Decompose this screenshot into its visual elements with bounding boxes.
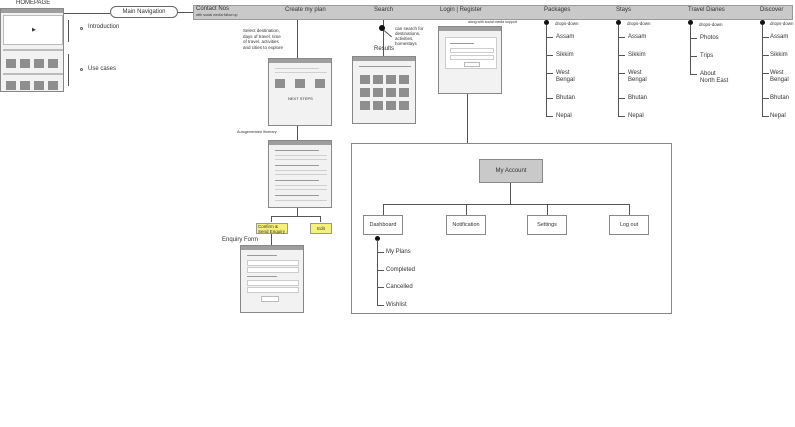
packages-item-nepal[interactable]: Nepal <box>556 113 572 119</box>
nav-contact-sub: with social media follow up <box>196 13 238 17</box>
stays-dropdown-label: drops-down <box>627 21 651 26</box>
nav-create-plan[interactable]: Create my plan <box>285 7 326 13</box>
enquiry-form-label: Enquiry Form <box>222 237 259 243</box>
enquiry-form-wireframe <box>240 245 304 313</box>
nav-travel-diaries[interactable]: Travel Diaries <box>688 7 725 13</box>
packages-item-west-bengal[interactable]: West Bengal <box>556 70 575 83</box>
nav-stays[interactable]: Stays <box>616 7 632 13</box>
search-annotation-dot <box>379 25 385 31</box>
hero-banner: ▶ <box>3 15 63 45</box>
login-wireframe <box>438 26 502 94</box>
main-navigation-button[interactable]: Main Navigation <box>110 6 178 18</box>
diaries-dropdown-label: drops-down <box>699 22 723 27</box>
discover-dropdown-label: drops-down <box>770 21 794 26</box>
discover-item-west-bengal[interactable]: West Bengal <box>770 70 789 83</box>
packages-item-sikkim[interactable]: Sikkim <box>556 52 574 58</box>
completed-item[interactable]: Completed <box>386 267 416 273</box>
results-wireframe <box>352 56 416 124</box>
next-steps-button[interactable]: NEXT STEPS <box>288 96 313 101</box>
diaries-item-trips[interactable]: Trips <box>700 53 714 59</box>
create-plan-wireframe: NEXT STEPS <box>268 58 332 126</box>
search-description: can search for destinations, activities,… <box>395 26 424 46</box>
login-submit-button[interactable] <box>464 62 480 67</box>
autogenerated-label: Autogenerated Itinerary <box>237 130 277 134</box>
notification-tab[interactable]: Notification <box>446 215 486 235</box>
packages-item-bhutan[interactable]: Bhutan <box>556 95 576 101</box>
homepage-wireframe: ▶ <box>0 8 64 92</box>
my-account-panel <box>351 143 672 314</box>
discover-item-assam[interactable]: Assam <box>770 34 789 40</box>
packages-item-assam[interactable]: Assam <box>556 34 575 40</box>
discover-item-sikkim[interactable]: Sikkim <box>770 52 788 58</box>
nav-discover[interactable]: Discover <box>760 7 784 13</box>
packages-dropdown-label: drops-down <box>555 21 579 26</box>
results-label: Results <box>374 46 395 52</box>
homepage-title: HOMEPAGE <box>16 0 51 6</box>
confirm-send-enquiry-button[interactable]: Confirm & Send Enquiry <box>256 223 288 234</box>
settings-tab[interactable]: Settings <box>527 215 567 235</box>
stays-item-nepal[interactable]: Nepal <box>628 113 644 119</box>
nav-packages[interactable]: Packages <box>544 7 571 13</box>
nav-search[interactable]: Search <box>374 7 394 13</box>
stays-item-assam[interactable]: Assam <box>628 34 647 40</box>
diaries-item-about-north-east[interactable]: About North East <box>700 71 729 84</box>
create-plan-description: Select destination, days of travel, time… <box>243 28 284 50</box>
diaries-item-photos[interactable]: Photos <box>700 35 719 41</box>
discover-item-bhutan[interactable]: Bhutan <box>770 95 790 101</box>
my-account-box[interactable]: My Account <box>479 159 543 183</box>
stays-item-sikkim[interactable]: Sikkim <box>628 52 646 58</box>
use-cases-label: Use cases <box>88 66 117 72</box>
discover-item-nepal[interactable]: Nepal <box>770 113 786 119</box>
nav-contact[interactable]: Contact Nos <box>196 6 230 12</box>
introduction-label: Introduction <box>88 24 120 30</box>
play-icon: ▶ <box>32 27 36 33</box>
itinerary-wireframe <box>268 140 332 208</box>
logout-tab[interactable]: Log out <box>609 215 649 235</box>
stays-item-west-bengal[interactable]: West Bengal <box>628 70 647 83</box>
nav-login[interactable]: Login | Register <box>440 7 482 13</box>
cancelled-item[interactable]: Cancelled <box>386 284 413 290</box>
wishlist-item[interactable]: Wishlist <box>386 302 407 308</box>
edit-button[interactable]: Edit <box>310 223 332 234</box>
dashboard-tab[interactable]: Dashboard <box>363 215 403 235</box>
stays-item-bhutan[interactable]: Bhutan <box>628 95 648 101</box>
nav-bar <box>193 5 793 20</box>
enquiry-submit-button[interactable] <box>261 296 279 302</box>
nav-login-sub: along with social media support <box>468 20 517 24</box>
my-plans-item[interactable]: My Plans <box>386 249 411 255</box>
